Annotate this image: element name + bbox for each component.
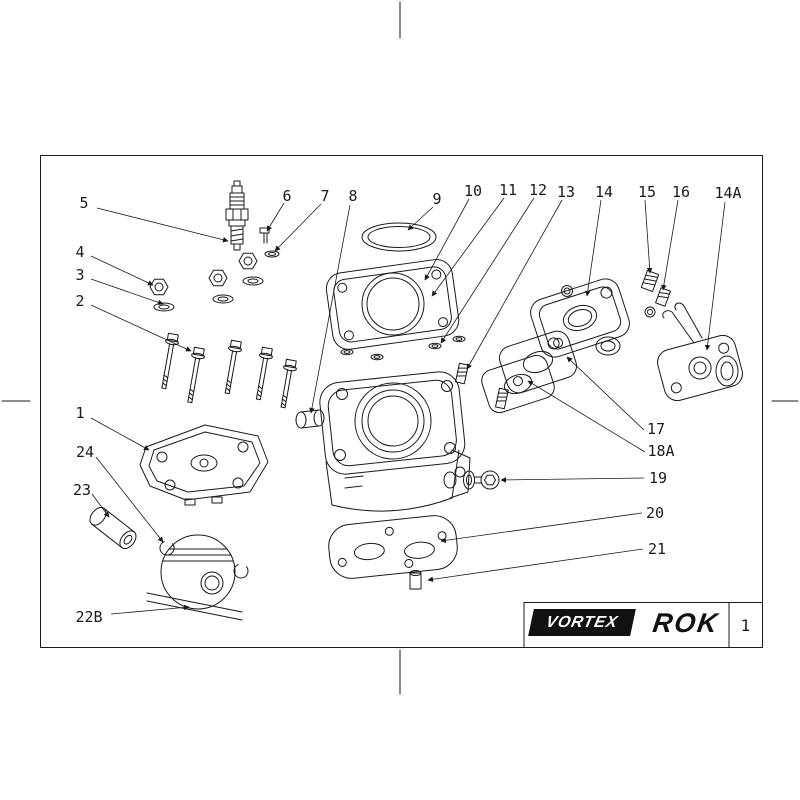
leader-22b <box>110 604 190 615</box>
hex-nut <box>238 252 258 270</box>
drawing-frame <box>1 1 799 695</box>
callout-5: 5 <box>79 194 89 212</box>
manifold-flange-14a <box>657 302 743 402</box>
vortex-logo: VORTEX <box>528 609 636 636</box>
head-gasket <box>325 259 460 350</box>
bushing <box>295 409 325 429</box>
leader-12 <box>440 197 535 344</box>
leader-10 <box>424 198 470 281</box>
leader-2 <box>90 304 192 352</box>
head-bolt <box>255 346 273 401</box>
head-bolt <box>161 332 179 390</box>
callout-21: 21 <box>647 540 667 558</box>
callout-15: 15 <box>637 183 657 201</box>
leader-17 <box>566 356 645 431</box>
leader-6 <box>266 202 285 232</box>
callout-19: 19 <box>648 469 668 487</box>
callout-12: 12 <box>528 181 548 199</box>
leader-13 <box>466 199 563 370</box>
washer <box>153 250 280 312</box>
intake-manifold <box>530 278 630 358</box>
leader-15 <box>644 199 653 274</box>
callout-3: 3 <box>75 266 85 284</box>
o-ring <box>361 222 437 252</box>
head-bolt <box>224 339 242 395</box>
leader-19 <box>500 477 645 483</box>
callout-1: 1 <box>75 404 85 422</box>
leader-14a <box>704 201 726 351</box>
leader-16 <box>661 199 679 291</box>
head-nuts-washers <box>149 227 280 312</box>
spark-plug <box>225 180 249 251</box>
callout-14a: 14A <box>714 184 742 202</box>
hex-nut <box>208 269 228 287</box>
callout-7: 7 <box>320 187 330 205</box>
manifold-gaskets <box>481 330 578 414</box>
leader-7 <box>274 203 322 252</box>
leader-11 <box>431 197 505 297</box>
callout-10: 10 <box>463 182 483 200</box>
side-bolt <box>463 470 500 490</box>
piston-pin <box>89 506 137 550</box>
cylinder <box>319 371 471 512</box>
leader-9 <box>407 206 434 231</box>
callout-6: 6 <box>282 187 292 205</box>
page-number: 1 <box>740 615 751 635</box>
callout-13: 13 <box>556 183 576 201</box>
head-bolt <box>187 346 205 404</box>
leader-8 <box>309 204 351 414</box>
leader-3 <box>90 278 164 305</box>
callout-11: 11 <box>498 181 518 199</box>
callout-24: 24 <box>75 443 95 461</box>
circlip <box>233 563 249 579</box>
callout-16: 16 <box>671 183 691 201</box>
head-bolt <box>280 358 297 409</box>
callout-18a: 18A <box>647 442 675 460</box>
leader-lines <box>90 197 726 615</box>
leader-20 <box>440 512 643 544</box>
callout-4: 4 <box>75 243 85 261</box>
piston <box>160 534 236 610</box>
callout-14: 14 <box>594 183 614 201</box>
callout-23: 23 <box>72 481 92 499</box>
dowel-pin <box>409 570 422 590</box>
leader-1 <box>90 417 150 451</box>
callout-2: 2 <box>75 292 85 310</box>
spacer-washers <box>340 335 466 361</box>
leader-5 <box>96 207 229 243</box>
callout-17: 17 <box>646 420 666 438</box>
hex-nut <box>149 278 169 296</box>
leader-23 <box>91 493 110 518</box>
section-line <box>146 592 243 613</box>
studs <box>455 362 509 410</box>
circlip <box>159 540 175 556</box>
callout-22b: 22B <box>75 608 103 626</box>
callout-8: 8 <box>348 187 358 205</box>
head-cover <box>139 424 269 506</box>
small-fittings <box>640 269 671 318</box>
piston-assembly <box>89 506 249 621</box>
head-bolts <box>161 332 297 409</box>
rok-logo: ROK <box>650 607 722 638</box>
leader-21 <box>427 548 644 583</box>
leader-18a <box>527 380 646 453</box>
base-gasket <box>328 515 458 579</box>
leader-24 <box>95 456 164 543</box>
section-line <box>146 600 243 621</box>
callout-20: 20 <box>645 504 665 522</box>
leader-14 <box>584 199 602 297</box>
leader-4 <box>90 255 154 286</box>
callout-9: 9 <box>432 190 442 208</box>
